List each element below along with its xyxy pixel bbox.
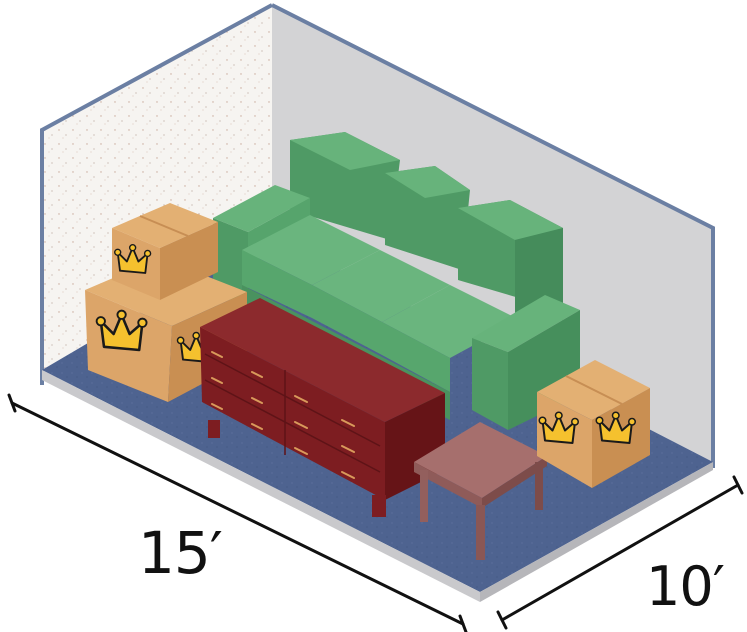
dimension-lines <box>7 393 744 632</box>
back-wall-trim <box>271 3 715 468</box>
sofa <box>213 132 580 430</box>
left-wall <box>42 5 272 370</box>
dresser <box>200 298 445 517</box>
side-table <box>414 422 547 560</box>
box-right <box>537 360 650 488</box>
left-wall-trim <box>40 3 273 385</box>
width-dimension-line <box>10 401 465 626</box>
depth-dimension-line <box>500 483 740 622</box>
width-dimension-label: 15′ <box>138 519 223 587</box>
depth-dimension-label: 10′ <box>646 555 725 618</box>
box-stack-left <box>85 203 247 402</box>
